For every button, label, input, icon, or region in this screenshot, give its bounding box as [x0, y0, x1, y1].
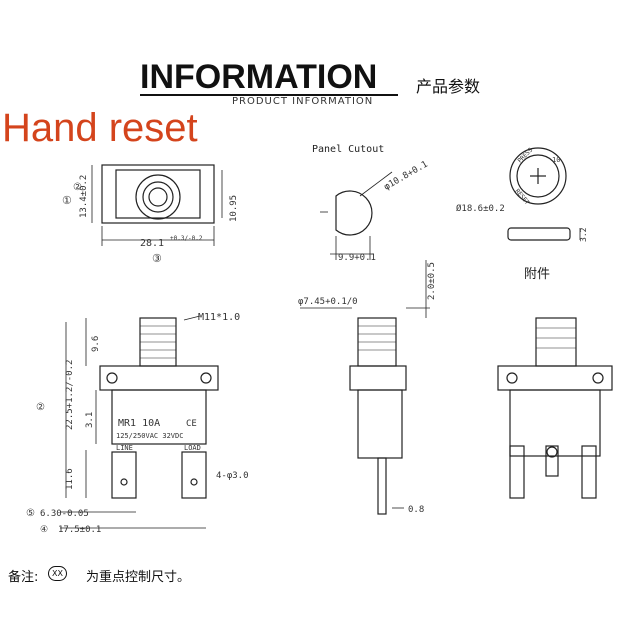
panel-cutout-dim-flat: 9.9+0.1 — [338, 253, 376, 263]
hand-reset-overlay: Hand reset — [2, 106, 198, 150]
page-subtitle: PRODUCT INFORMATION — [232, 96, 374, 107]
side-view-terminal — [377, 457, 387, 515]
accessory-ring-inner — [516, 154, 560, 198]
front-view-thread-label: M11*1.0 — [198, 312, 240, 323]
rear-view-terminal-right — [581, 445, 597, 499]
front-view — [60, 315, 219, 529]
rear-view — [497, 317, 613, 499]
front-view-dim-6-30: 6.30-0.05 — [40, 509, 89, 519]
panel-cutout-shape — [335, 190, 373, 236]
accessory-dim-diameter: Ø18.6±0.2 — [456, 203, 505, 214]
front-view-dim-17-5: 17.5±0.1 — [58, 525, 101, 535]
panel-cutout-dim-diameter: φ10.8+0.1 — [383, 160, 430, 193]
front-view-flange — [99, 365, 219, 391]
top-view-knob-inner — [142, 181, 174, 213]
accessory-ring-code: 10 — [552, 156, 560, 164]
terminal-line-hole — [120, 478, 128, 486]
top-view-flange — [115, 169, 201, 219]
front-view-dim-22-5: 22.5+1.2/-0.2 — [65, 360, 75, 430]
terminal-load-hole — [190, 478, 198, 486]
side-view-dim-7-45: φ7.45+0.1/0 — [298, 297, 358, 307]
accessory-drawing — [507, 147, 581, 241]
front-view-marker-5: ⑤ — [26, 508, 35, 519]
top-view-knob-core — [148, 187, 168, 207]
side-view-dim-0-8: 0.8 — [408, 505, 424, 515]
front-view-body-ce: CE — [186, 419, 197, 429]
panel-cutout-drawing — [320, 171, 393, 260]
rear-view-rivet-left — [506, 372, 518, 384]
page-title: INFORMATION — [140, 58, 378, 96]
front-view-rivet-left — [106, 372, 118, 384]
top-view-marker-2: ② — [73, 182, 82, 193]
page-title-chinese: 产品参数 — [416, 77, 481, 96]
footnote-prefix: 备注: — [8, 570, 39, 585]
front-view-terminal-load-label: LOAD — [184, 444, 201, 452]
front-view-holes-label: 4-φ3.0 — [216, 471, 249, 481]
accessory-reset-text: RESET — [513, 188, 530, 207]
rear-view-terminal-center — [545, 445, 559, 477]
accessory-ring-outer — [509, 147, 567, 205]
top-view-dim-width: 28.1 — [140, 238, 164, 249]
front-view-terminal-line-label: LINE — [116, 444, 133, 452]
top-view-knob-outer — [135, 174, 181, 220]
front-view-marker-4: ④ — [40, 525, 48, 535]
accessory-side-view — [507, 227, 571, 241]
front-view-dim-11-6: 11.6 — [65, 468, 75, 490]
top-view-marker-3: ③ — [152, 252, 162, 265]
top-view — [91, 164, 223, 246]
rear-view-flange — [497, 365, 613, 391]
rear-view-center-rivet — [546, 446, 558, 458]
top-view-dim-height: 13.4±0.2 — [79, 175, 89, 218]
side-view-body — [357, 389, 403, 459]
panel-cutout-label: Panel Cutout — [312, 144, 385, 155]
top-view-dim-width-tol: +0.3/-0.2 — [170, 235, 203, 242]
front-view-body-model: MR1 10A — [118, 418, 160, 429]
side-view — [300, 260, 430, 515]
footnote-critical-mark: XX — [48, 566, 67, 581]
rear-view-terminal-left — [509, 445, 525, 499]
rear-view-thread — [535, 317, 577, 367]
side-view-flange — [349, 365, 407, 391]
accessory-label: 附件 — [524, 267, 551, 282]
top-view-body — [101, 164, 215, 224]
front-view-dim-9-6: 9.6 — [91, 336, 101, 352]
front-view-marker-2: ② — [36, 402, 45, 413]
front-view-body-rating: 125/250VAC 32VDC — [116, 432, 183, 440]
side-view-dim-2-0: 2.0±0.5 — [427, 262, 437, 300]
top-view-marker-1: ① — [62, 194, 72, 207]
front-view-dim-3-1: 3.1 — [85, 412, 95, 428]
front-view-body — [111, 389, 207, 445]
footnote-text: 为重点控制尺寸。 — [86, 570, 191, 585]
accessory-dim-thickness: 3.2 — [579, 227, 588, 242]
terminal-line — [111, 451, 137, 499]
terminal-load — [181, 451, 207, 499]
rear-view-rivet-right — [592, 372, 604, 384]
top-view-dim-right: 10.95 — [229, 195, 239, 222]
front-view-rivet-right — [200, 372, 212, 384]
